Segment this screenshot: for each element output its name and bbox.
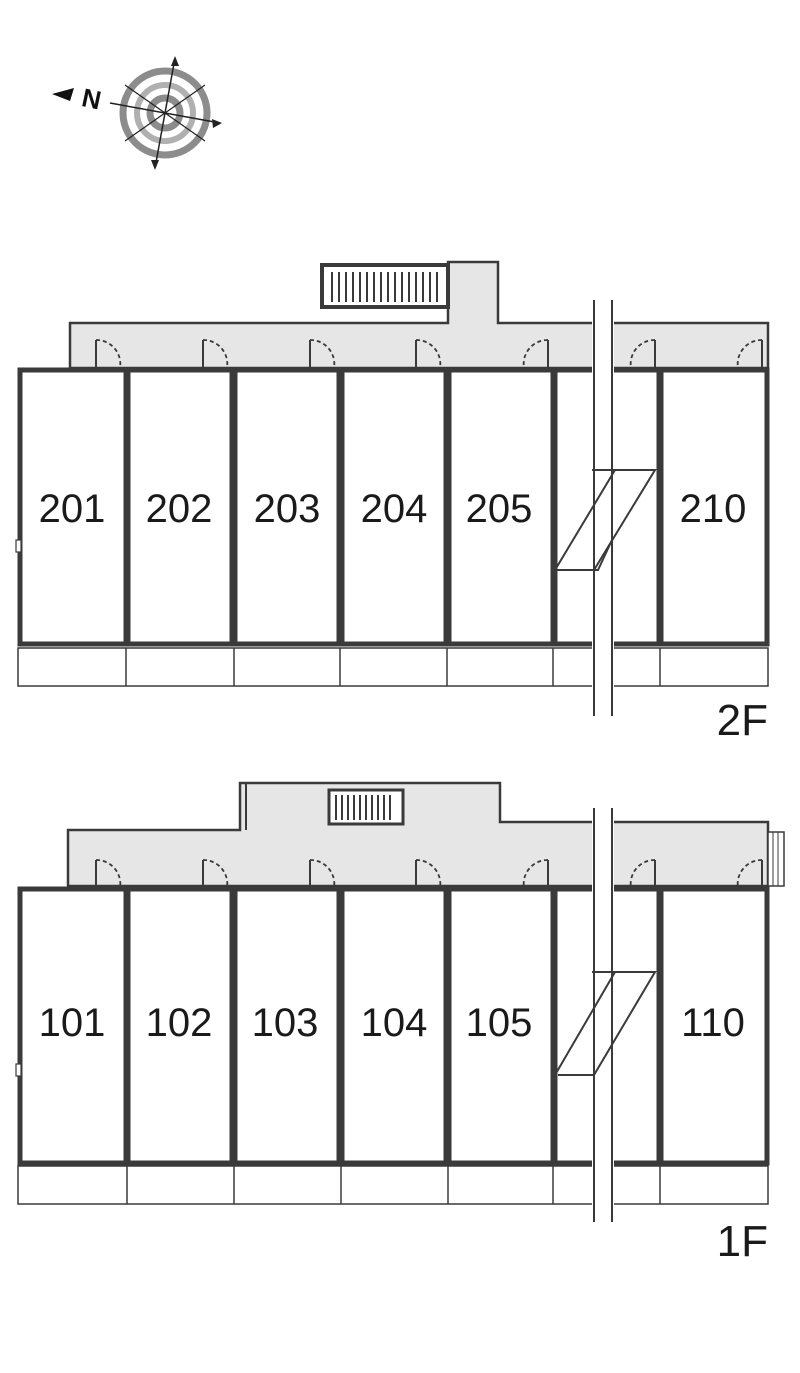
floor-label-2f: 2F [717,696,768,745]
doors-2f [95,339,763,369]
unit-label: 205 [466,487,533,531]
stair-2f [320,263,450,309]
unit-205-room [446,367,556,647]
unit-label: 101 [39,1001,106,1045]
unit-104-room [339,886,449,1166]
unit-label: 104 [361,1001,428,1045]
unit-label: 203 [254,487,321,531]
unit-label: 204 [361,487,428,531]
unit-label: 110 [681,1001,745,1045]
unit-102-room [125,886,235,1166]
unit-label: 102 [146,1001,213,1045]
unit-label: 103 [252,1001,319,1045]
omission-break-2f [554,300,657,716]
unit-103-room [232,886,342,1166]
unit-202-room [125,367,235,647]
unit-label: 210 [680,487,747,531]
compass-north-label: N [79,82,104,115]
floor-label-1f: 1F [717,1217,768,1266]
unit-203-room [232,367,342,647]
floor-2f: 201 202 203 204 205 210 2F [15,260,770,745]
unit-label: 105 [466,1001,533,1045]
doors-1f [95,859,763,889]
unit-210-room [658,367,770,647]
unit-label: 202 [146,487,213,531]
compass-rose-icon: N [52,56,222,170]
omission-break-1f [554,808,657,1222]
floor-1f: 101 102 103 104 105 110 1F [15,781,785,1266]
unit-label: 201 [39,487,106,531]
unit-204-room [339,367,449,647]
